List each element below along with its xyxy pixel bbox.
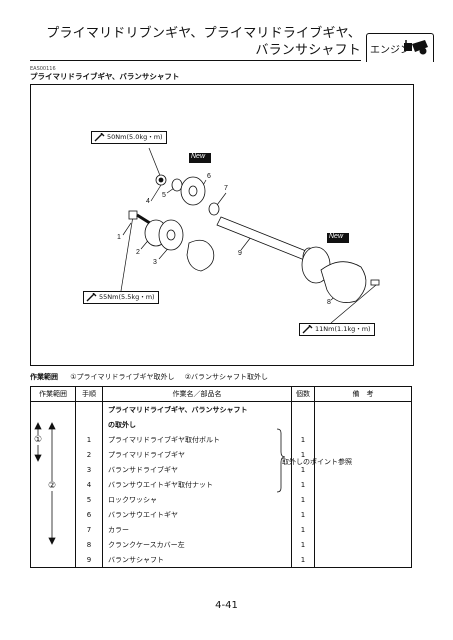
work-scope: 作業範囲 ①プライマリドライブギヤ取外し ②バランサシャフト取外し: [30, 372, 268, 382]
table-row: プライマリドライブギヤ、バランサシャフト: [30, 401, 412, 417]
callout-5: 5: [162, 192, 166, 199]
part-name: プライマリドライブギヤ取付ボルト: [102, 432, 292, 447]
parts-illustration: [120, 147, 380, 324]
section-title: プライマリドライブギヤ、バランサシャフト: [30, 72, 180, 81]
engine-icon: [404, 40, 428, 55]
part-qty: 1: [291, 552, 315, 568]
part-qty: 1: [291, 477, 315, 492]
callout-2: 2: [136, 249, 140, 256]
callout-8: 8: [327, 299, 331, 306]
part-name: バランサウエイトギヤ: [102, 507, 292, 522]
scope-mark-2: ②: [48, 481, 57, 491]
work-scope-item-1: ①プライマリドライブギヤ取外し: [70, 373, 175, 381]
part-qty: 1: [291, 507, 315, 522]
header-qty: 個数: [291, 386, 315, 402]
page-number: 4-41: [215, 600, 238, 611]
table-row: の取外し: [30, 417, 412, 432]
scope-mark-1: ①: [34, 435, 43, 445]
remark-text: 取外しのポイント参照: [282, 458, 352, 466]
callout-7: 7: [224, 185, 228, 192]
header-scope: 作業範囲: [30, 386, 76, 402]
part-name: プライマリドライブギヤ: [102, 447, 292, 462]
new-part-badge-1: New: [191, 153, 206, 160]
page-title-line2: バランサシャフト: [255, 43, 361, 58]
torque-label-3: 11Nm(1.1kg・m): [299, 323, 375, 336]
part-qty: 1: [291, 522, 315, 537]
callout-1: 1: [117, 234, 121, 241]
callout-9: 9: [238, 250, 242, 257]
part-qty: 1: [291, 462, 315, 477]
step-number: 3: [75, 462, 103, 477]
torque-value-1: 50Nm(5.0kg・m): [107, 133, 163, 141]
parts-table: 作業範囲 手順 作業名／部品名 個数 備 考 プライマリドライブギヤ、バランサシ…: [30, 386, 412, 568]
part-qty: 1: [291, 537, 315, 552]
step-number: 4: [75, 477, 103, 492]
torque-value-3: 11Nm(1.1kg・m): [315, 325, 371, 333]
part-qty: 1: [291, 492, 315, 507]
page-title-line1: プライマリドリブンギヤ、プライマリドライブギヤ、: [46, 26, 361, 41]
exploded-diagram: 50Nm(5.0kg・m) 55Nm(5.5kg・m) 11Nm(1.1kg・m…: [30, 84, 414, 366]
wrench-icon: [86, 293, 97, 302]
callout-6: 6: [207, 173, 211, 180]
table-header-row: 作業範囲 手順 作業名／部品名 個数 備 考: [30, 386, 412, 402]
header-part-name: 作業名／部品名: [102, 386, 292, 402]
callout-4: 4: [146, 198, 150, 205]
part-name: バランサドライブギヤ: [102, 462, 292, 477]
part-name: クランクケースカバー左: [102, 537, 292, 552]
part-qty: 1: [291, 432, 315, 447]
torque-label-1: 50Nm(5.0kg・m): [91, 131, 167, 144]
section-tab-label: エンジン: [370, 45, 410, 56]
part-name: ロックワッシャ: [102, 492, 292, 507]
section-tab: エンジン: [366, 33, 434, 62]
callout-3: 3: [153, 259, 157, 266]
step-number: 1: [75, 432, 103, 447]
part-name: カラー: [102, 522, 292, 537]
group-title-2: の取外し: [102, 417, 292, 432]
torque-value-2: 55Nm(5.5kg・m): [99, 293, 155, 301]
header-remarks: 備 考: [314, 386, 412, 402]
work-scope-label: 作業範囲: [30, 373, 58, 381]
work-scope-item-2: ②バランサシャフト取外し: [184, 373, 269, 381]
step-number: 9: [75, 552, 103, 568]
torque-label-2: 55Nm(5.5kg・m): [83, 291, 159, 304]
group-title-1: プライマリドライブギヤ、バランサシャフト: [102, 401, 292, 417]
part-name: バランサシャフト: [102, 552, 292, 568]
step-number: 6: [75, 507, 103, 522]
header-step: 手順: [75, 386, 103, 402]
step-number: 8: [75, 537, 103, 552]
section-code: EAS00116: [30, 66, 56, 72]
title-rule: [30, 60, 361, 61]
step-number: 5: [75, 492, 103, 507]
wrench-icon: [94, 133, 105, 142]
new-part-badge-2: New: [329, 233, 344, 240]
step-number: 2: [75, 447, 103, 462]
part-qty: 1: [291, 447, 315, 462]
wrench-icon: [302, 325, 313, 334]
part-name: バランサウエイトギヤ取付ナット: [102, 477, 292, 492]
page-title: プライマリドリブンギヤ、プライマリドライブギヤ、 バランサシャフト: [46, 25, 361, 59]
step-number: 7: [75, 522, 103, 537]
